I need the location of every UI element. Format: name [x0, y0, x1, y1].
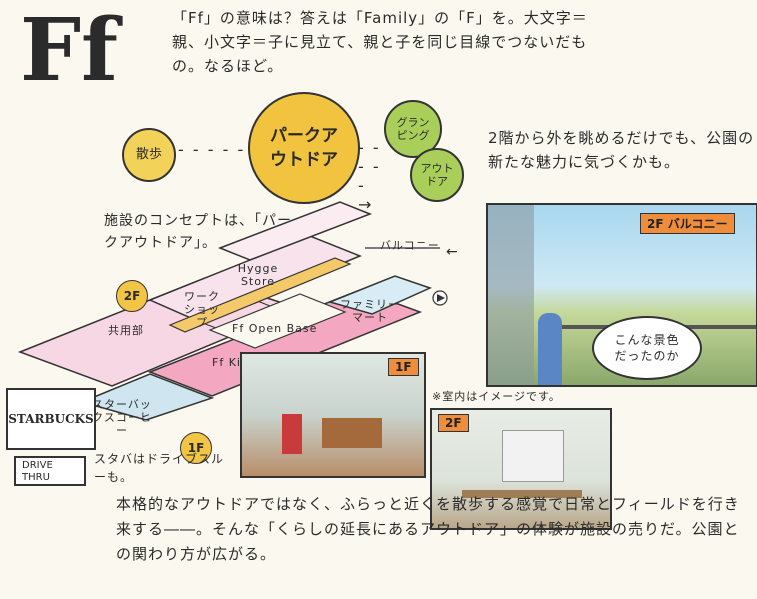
floor1-open-base — [208, 293, 347, 349]
flow-arrow-2: - - - - - → — [358, 138, 381, 214]
map-hygge-label: Hygge Store — [237, 262, 279, 288]
map-starbucks-label: スターバックスコーヒー — [92, 398, 152, 437]
floor2-photo: 2F — [430, 408, 612, 530]
outdoor-label: アウトドア — [420, 162, 454, 188]
park-outdoor-circle: パークアウトドア — [248, 92, 360, 204]
floor2-tag: 2F — [438, 414, 469, 432]
outdoor-circle: アウトドア — [410, 148, 464, 202]
display-item — [282, 414, 302, 454]
map-shared-label: 共用部 — [108, 324, 144, 337]
walk-label: 散歩 — [135, 147, 162, 162]
balcony-strip — [168, 257, 352, 333]
concept-text: 施設のコンセプトは、「パークアウトドア」。 — [104, 213, 292, 251]
balcony-tag: 2F バルコニー — [640, 213, 735, 234]
floor1-tag: 1F — [388, 358, 419, 376]
map-balcony-label: バルコニー — [380, 239, 440, 252]
map-family-mart-label: ファミリーマート — [340, 298, 400, 324]
balcony-caption: 2階から外を眺めるだけでも、公園の新たな魅力に気づくかも。 — [488, 129, 755, 171]
floor2-upper — [217, 201, 373, 261]
floor-map — [17, 201, 448, 420]
person-figure — [538, 313, 562, 385]
walk-circle: 散歩 — [122, 128, 176, 182]
image-note: ※室内はイメージです。 — [432, 390, 561, 403]
balcony-pointer-arrow: ← — [446, 244, 458, 260]
map-open-base-label: Ff Open Base — [232, 322, 318, 335]
bench — [462, 490, 582, 498]
ff-logo: Ff — [20, 0, 119, 101]
park-outdoor-label: パークアウトドア — [270, 126, 338, 170]
climbing-wall — [502, 430, 564, 482]
starbucks-note: スタバはドライブスルーも。 — [94, 452, 225, 484]
speech-bubble: こんな景色だったのか — [592, 316, 702, 380]
speech-text: こんな景色だったのか — [614, 333, 680, 363]
drive-thru-sign: DRIVE THRU — [14, 456, 86, 486]
floor1-photo: 1F — [240, 352, 426, 478]
floor1-family-mart — [327, 275, 433, 315]
shelf — [322, 418, 382, 448]
floor2-badge: 2F — [116, 280, 148, 312]
drive-thru-label: DRIVE THRU — [22, 460, 53, 483]
map-work-label: ワークショップ — [184, 290, 220, 329]
starbucks-sign: STARBUCKS — [6, 388, 96, 450]
floor1-starbucks — [79, 373, 215, 420]
flow-arrow-1: - - - - - → — [178, 140, 268, 159]
floor1-badge: 1F — [180, 432, 212, 464]
balcony-wall — [488, 205, 534, 385]
intro-text: 「Ff」の意味は？答えは「Family」の「F」を。大文字＝親、小文字＝子に見立… — [172, 9, 588, 75]
bottom-text: 本格的なアウトドアではなく、ふらっと近くを散歩する感覚で日常とフィールドを行き来… — [116, 495, 740, 563]
glamping-label: グランピング — [396, 116, 430, 142]
